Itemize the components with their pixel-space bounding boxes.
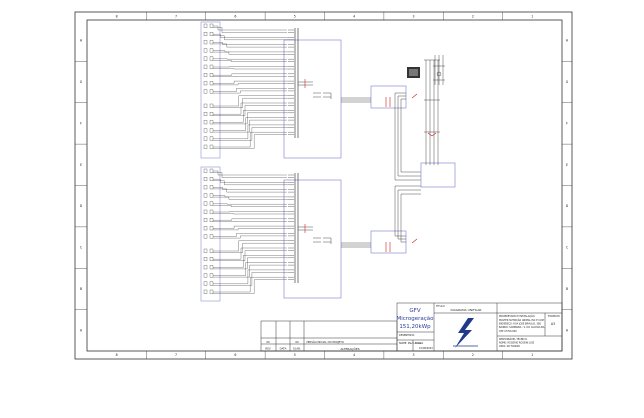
titulo-label: TÍTULO: (436, 305, 445, 308)
zone-col-label-top: 7 (175, 15, 177, 19)
titulo-value: DIAGRAMA UNIFILAR (451, 308, 482, 312)
zone-row-label-right: F (566, 121, 568, 125)
microgeracao-label: Microgeração (396, 316, 434, 322)
zone-row-label-left: E (80, 163, 82, 167)
proprietario-label: PROPRIETÁRIO E INSTALAÇÃO: (499, 315, 535, 318)
zone-row-label-left: G (80, 80, 83, 84)
zone-col-label-top: 2 (472, 15, 474, 19)
zone-col-label-bottom: 5 (294, 353, 296, 357)
owner-line: BAIRRO: SAMBAIBA - S. DO CALHAO-BA, (499, 326, 545, 329)
zone-col-label-bottom: 3 (413, 353, 415, 357)
inverter-upper (313, 85, 407, 109)
responsavel-line: RESPONSÁVEL TÉCNICO: (499, 338, 528, 341)
zone-row-label-left: D (80, 204, 83, 208)
zone-row-label-left: H (80, 39, 83, 43)
rev-description: VERSÃO INICIAL DO PROJETO (306, 339, 344, 344)
upper-string-box (200, 21, 342, 159)
zone-row-label-right: C (566, 246, 569, 250)
power-label: 151,20kWp (399, 324, 431, 330)
zone-row-label-right: D (566, 204, 569, 208)
zone-col-label-bottom: 4 (353, 353, 355, 357)
responsavel-lines: RESPONSÁVEL TÉCNICO:NOME: ROGERIO ROSSIN… (499, 338, 535, 348)
rev-number-a: 00 (266, 340, 270, 344)
zone-col-label-bottom: 2 (472, 353, 474, 357)
zone-col-label-bottom: 6 (234, 353, 236, 357)
zone-row-label-left: F (80, 121, 82, 125)
ac-panel (420, 59, 456, 188)
zone-col-label-top: 3 (413, 15, 415, 19)
title-block-frame (260, 302, 563, 352)
zone-col-label-top: 1 (531, 15, 533, 19)
alteracoes-label: ALTERAÇÕES (340, 346, 359, 351)
rev-header: REV (265, 347, 270, 351)
zone-row-label-right: H (566, 39, 569, 43)
inverter-lower (313, 230, 407, 254)
owner-line: CEP 47700-000 (499, 330, 517, 333)
zone-row-label-right: A (566, 328, 569, 332)
ac-bus-trunk (385, 92, 421, 252)
responsavel-line: NOME: ROGERIO ROSSINI LUIZ (499, 342, 535, 345)
inner-border (86, 19, 563, 352)
data-label: DATA: (415, 342, 422, 345)
zone-row-label-right: G (566, 80, 569, 84)
owner-lines: MASTER NUTRIÇÃO ANIMAL INC E COMENDEREÇO… (499, 319, 545, 333)
rev-header: ELAB. (293, 347, 301, 351)
meter-detail (407, 55, 445, 85)
owner-line: MASTER NUTRIÇÃO ANIMAL INC E COM (499, 319, 544, 322)
data-value: 15/08/2023 (419, 347, 433, 350)
zone-row-label-left: B (80, 287, 82, 291)
zone-col-label-bottom: 8 (116, 353, 118, 357)
owner-line: ENDEREÇO: RUA JOSE BRAULIO, 580 (499, 323, 541, 326)
zone-col-label-top: 5 (294, 15, 296, 19)
revision-headers: REV DATA ELAB. (265, 347, 301, 351)
upper-string-wires (203, 23, 313, 149)
zone-col-label-top: 4 (353, 15, 355, 19)
lower-string-box (200, 166, 342, 302)
zone-row-label-left: A (80, 328, 83, 332)
lightning-logo (453, 318, 478, 348)
zone-row-label-right: B (566, 287, 568, 291)
zone-col-label-top: 6 (234, 15, 236, 19)
zone-col-label-bottom: 1 (531, 353, 533, 357)
responsavel-line: CREA: SP/ 500000 (499, 345, 520, 348)
rev-number-b: 00 (295, 340, 299, 344)
rev-header: DATA (280, 347, 287, 351)
desenhista-value: NOME: Mario C. Luiz (399, 342, 424, 345)
zone-row-label-right: E (566, 163, 568, 167)
zone-row-label-left: C (80, 246, 83, 250)
outer-border (74, 11, 573, 360)
desenhista-label: DESENHISTA: (399, 334, 415, 337)
zone-col-label-top: 8 (116, 15, 118, 19)
formato-value: A3 (551, 322, 555, 326)
formato-label: FORMATO (548, 315, 560, 318)
gfv-label: GFV (409, 308, 420, 314)
lower-string-wires (203, 168, 313, 294)
zone-col-label-bottom: 7 (175, 353, 177, 357)
